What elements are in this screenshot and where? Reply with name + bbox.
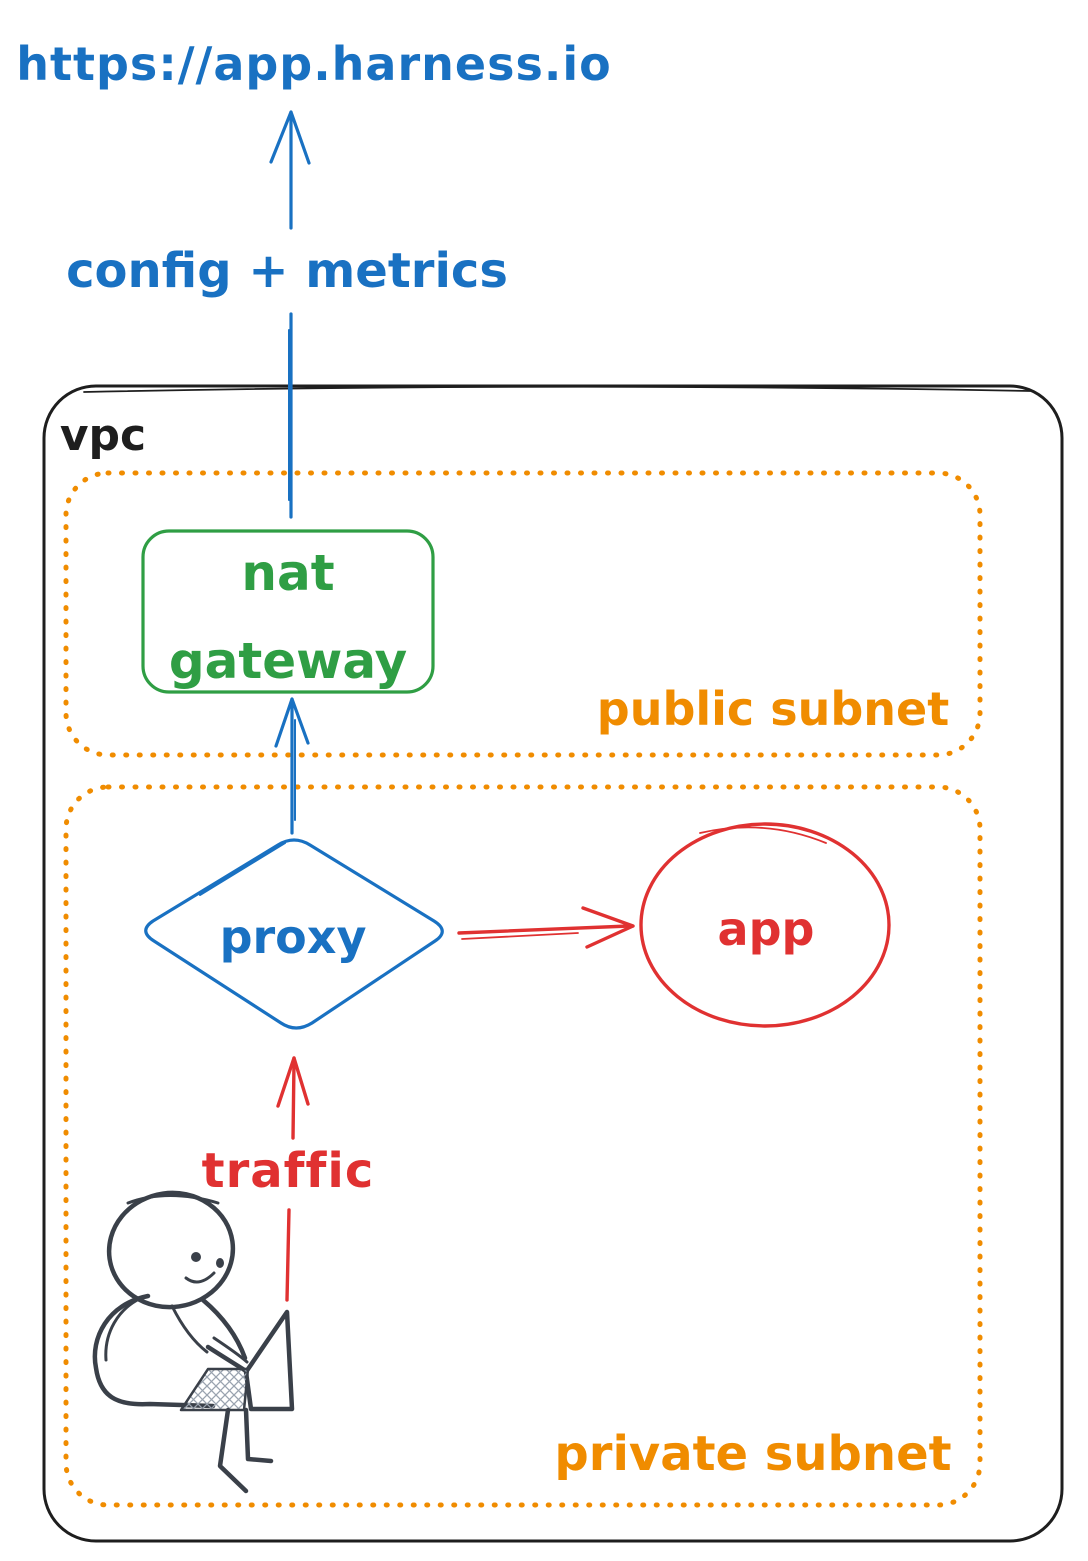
- person-with-laptop-illustration: [92, 1190, 295, 1494]
- app-label: app: [717, 902, 815, 956]
- proxy-to-natgateway-arrow: [274, 697, 310, 835]
- nat-gateway-label-line2: gateway: [168, 632, 408, 690]
- proxy-diamond: [144, 838, 444, 1030]
- private-subnet-box: [63, 784, 983, 1508]
- app-ellipse: [639, 822, 891, 1028]
- private-subnet-label: private subnet: [554, 1426, 952, 1482]
- nat-gateway-box: [141, 529, 435, 694]
- public-subnet-label: public subnet: [596, 682, 950, 736]
- vpc-container-box: [42, 384, 1064, 1543]
- url-label: https://app.harness.io: [16, 37, 612, 91]
- proxy-to-app-arrow: [457, 906, 635, 949]
- proxy-label: proxy: [219, 910, 367, 964]
- traffic-arrow: [276, 1056, 310, 1302]
- vpc-label: vpc: [59, 410, 147, 461]
- config-metrics-label: config + metrics: [66, 243, 508, 299]
- nat-gateway-label-line1: nat: [241, 544, 335, 602]
- traffic-label: traffic: [201, 1143, 375, 1199]
- nat-gateway-label: nat gateway: [169, 529, 407, 705]
- config-metrics-arrow: [269, 110, 311, 519]
